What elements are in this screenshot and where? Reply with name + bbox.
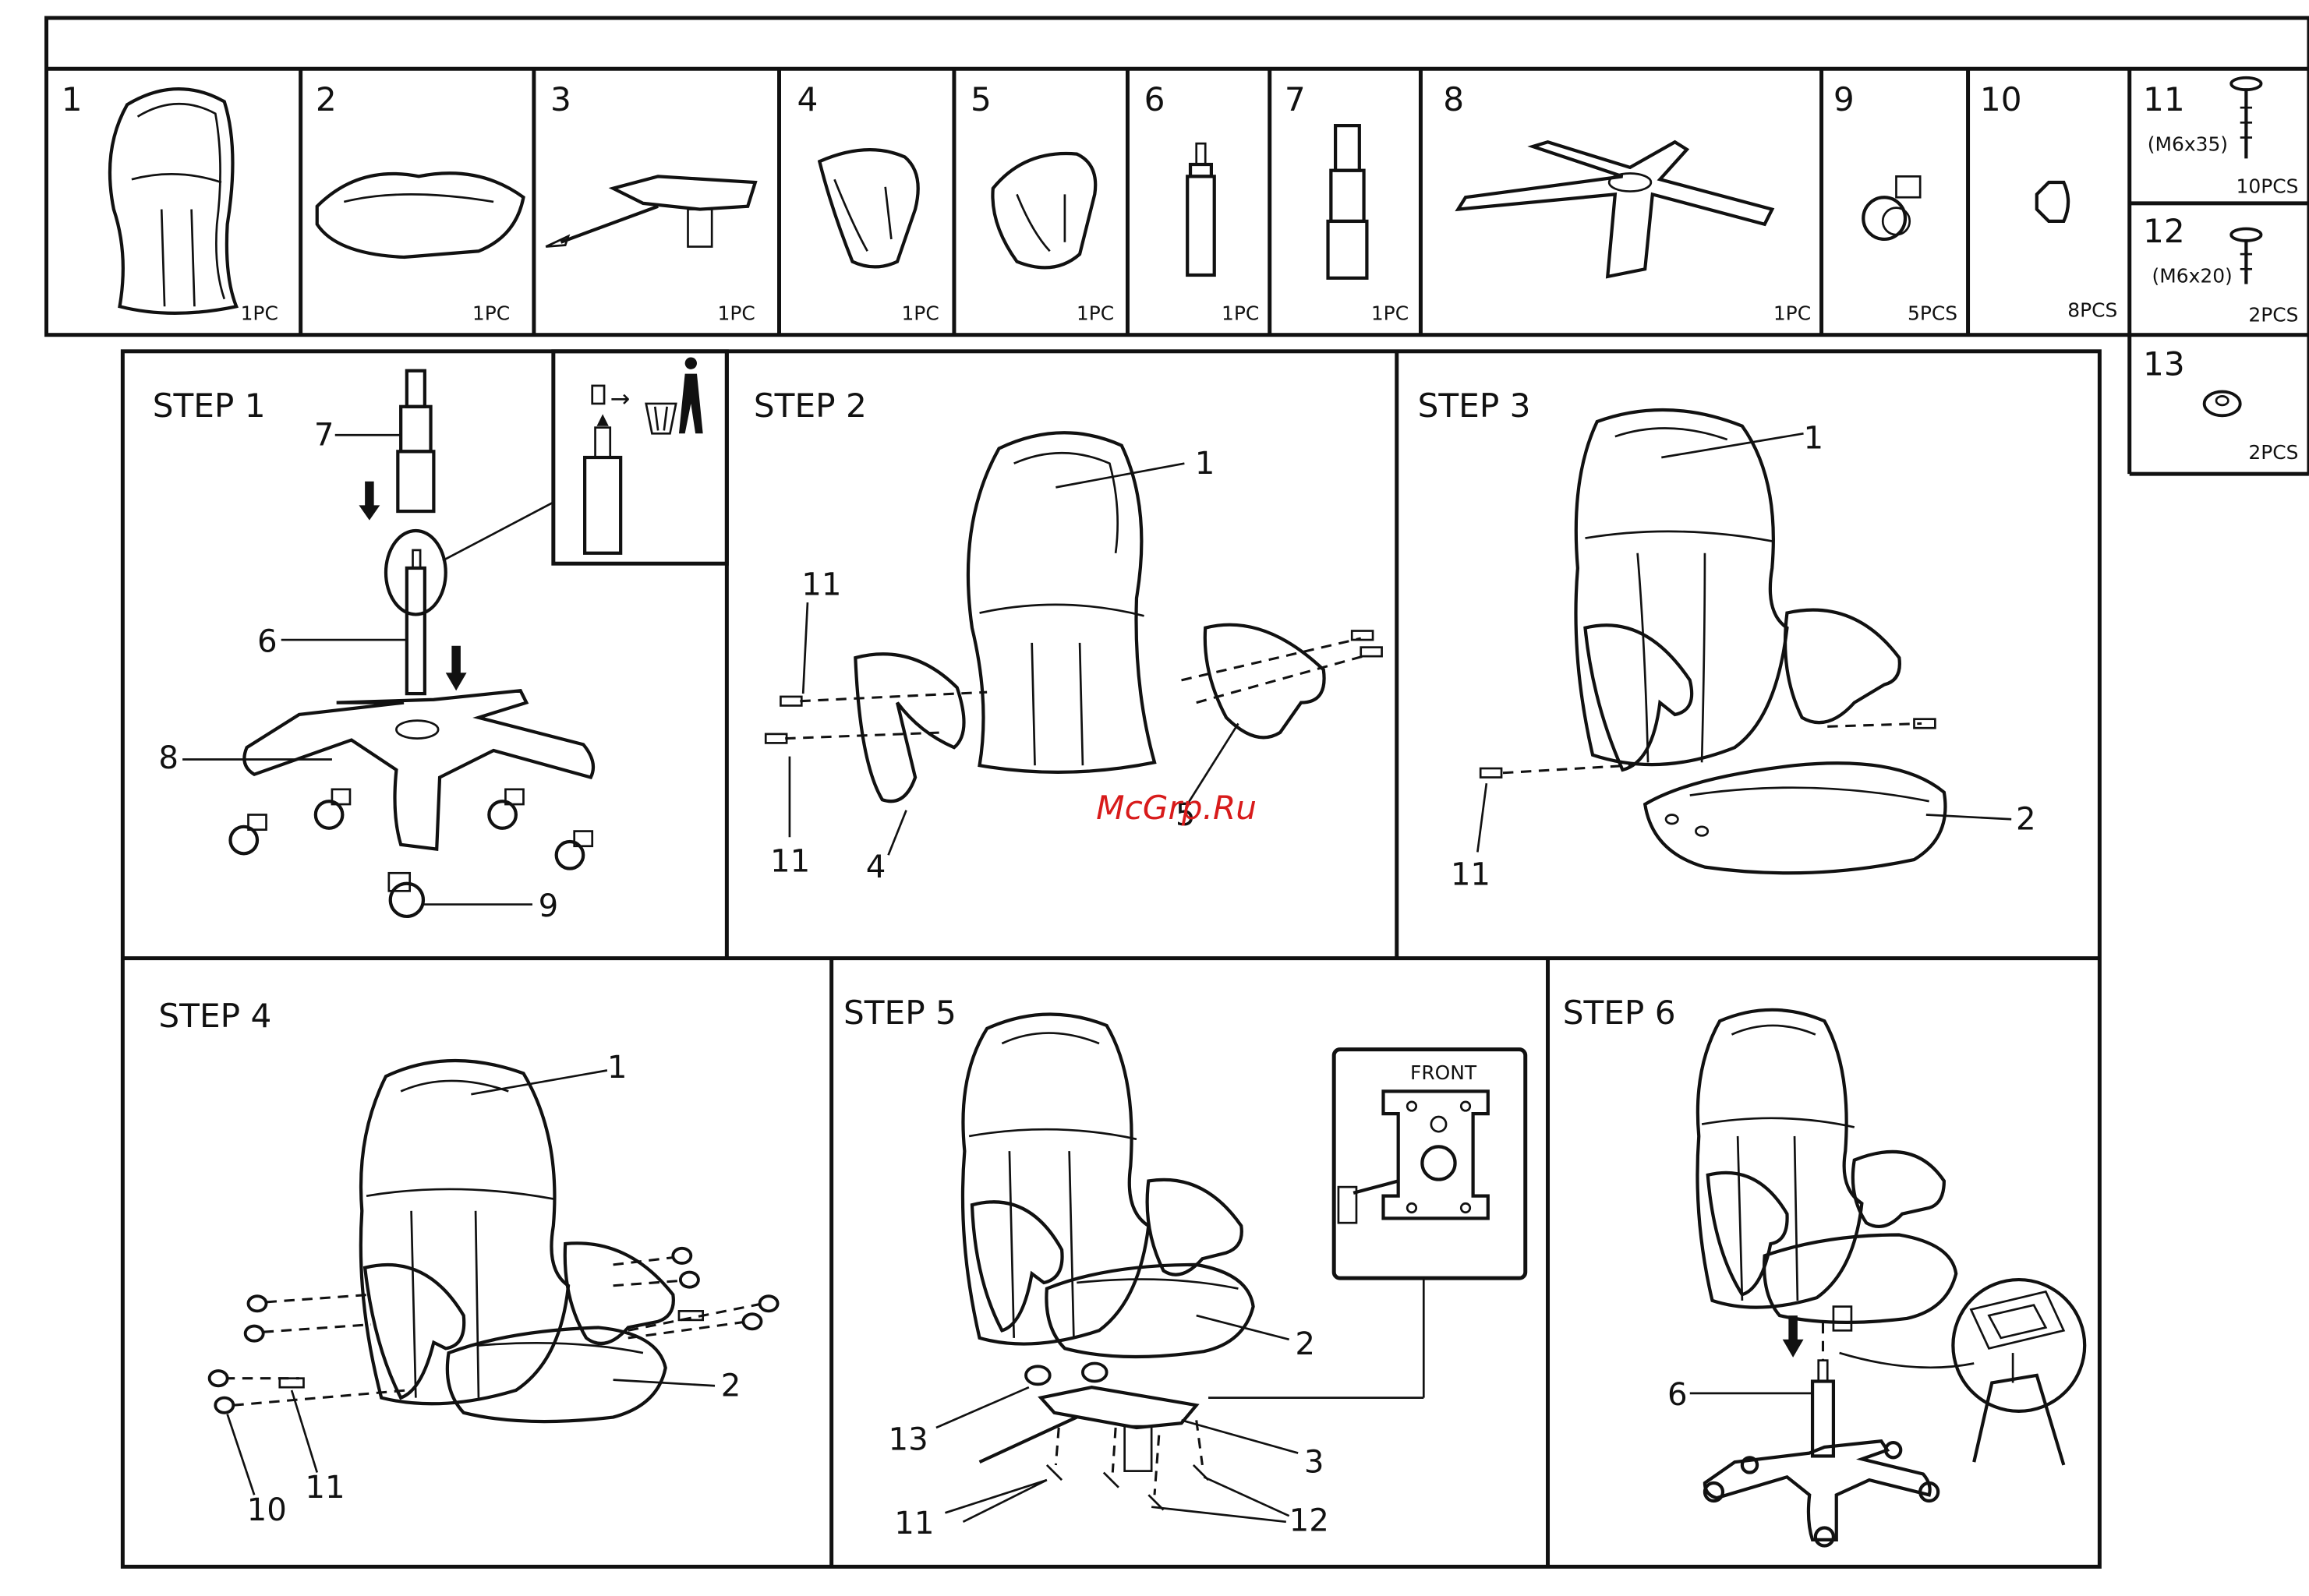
trash-bin-icon <box>646 357 703 433</box>
step-6-callout-6: 6 <box>1667 1377 1688 1413</box>
step-5-drawing <box>936 1015 1526 1522</box>
part-qty-7: 1PC <box>1371 302 1409 325</box>
part-number-5: 5 <box>971 80 992 118</box>
part-qty-1: 1PC <box>241 302 278 325</box>
step-2-callout-11a: 11 <box>801 567 841 602</box>
part-number-10: 10 <box>1980 80 2022 118</box>
star-base-drawing <box>1458 142 1772 277</box>
left-armrest-drawing <box>819 150 918 267</box>
front-label: FRONT <box>1410 1061 1477 1084</box>
step-2-callout-4: 4 <box>866 849 886 885</box>
washer-drawing <box>2205 392 2240 416</box>
part-number-1: 1 <box>62 80 83 118</box>
step-3-drawing <box>1477 410 2011 873</box>
right-armrest-drawing <box>992 154 1095 267</box>
step-5-callout-11: 11 <box>894 1506 934 1541</box>
part-spec-12: (M6x20) <box>2152 265 2233 288</box>
step-3-callout-1: 1 <box>1804 420 1824 456</box>
step-5-callout-3: 3 <box>1304 1445 1324 1481</box>
step-4-drawing <box>210 1061 778 1495</box>
arrow-right-icon: → <box>610 386 631 413</box>
short-bolt-drawing <box>2231 229 2261 284</box>
step-1-title: STEP 1 <box>153 387 266 425</box>
part-number-9: 9 <box>1833 80 1855 118</box>
part-qty-5: 1PC <box>1077 302 1114 325</box>
part-qty-8: 1PC <box>1773 302 1811 325</box>
part-qty-11: 10PCS <box>2237 175 2299 197</box>
step-6-drawing <box>1690 1010 2084 1546</box>
step-5-callout-13: 13 <box>889 1422 928 1458</box>
caster-wheel-drawing <box>1863 176 1920 239</box>
gas-cylinder-small-drawing <box>1187 143 1215 275</box>
gas-cylinder-drawing <box>1328 125 1367 278</box>
part-number-8: 8 <box>1443 80 1464 118</box>
part-qty-9: 5PCS <box>1908 302 1957 325</box>
step-2-title: STEP 2 <box>754 387 867 425</box>
part-number-6: 6 <box>1144 80 1165 118</box>
step-5-title: STEP 5 <box>843 994 956 1032</box>
step-6-title: STEP 6 <box>1563 994 1676 1032</box>
part-spec-11: (M6x35) <box>2148 133 2228 156</box>
step-4-callout-1: 1 <box>607 1050 628 1086</box>
step-1-callout-9: 9 <box>539 888 559 924</box>
step-4-callout-11: 11 <box>305 1470 345 1506</box>
step-1-callout-6: 6 <box>257 623 278 659</box>
part-number-4: 4 <box>797 80 819 118</box>
step-2-drawing <box>766 433 1381 855</box>
part-qty-6: 1PC <box>1222 302 1259 325</box>
part-number-13: 13 <box>2143 344 2185 383</box>
step-4-title: STEP 4 <box>158 997 271 1035</box>
step-5-callout-2: 2 <box>1295 1326 1315 1362</box>
step-4-callout-10: 10 <box>247 1492 287 1528</box>
step-2-callout-1: 1 <box>1195 446 1215 482</box>
part-qty-12: 2PCS <box>2248 303 2298 326</box>
backrest-drawing <box>110 89 236 313</box>
part-number-2: 2 <box>316 80 337 118</box>
part-qty-10: 8PCS <box>2067 299 2117 322</box>
part-qty-2: 1PC <box>472 302 510 325</box>
watermark-text: McGrp.Ru <box>1096 789 1257 827</box>
part-number-11: 11 <box>2143 80 2185 118</box>
parts-grid <box>47 18 2309 474</box>
step-frames <box>122 351 2099 1567</box>
step-5-callout-12: 12 <box>1289 1502 1329 1538</box>
seat-cushion-drawing <box>317 173 524 257</box>
part-number-12: 12 <box>2143 212 2185 250</box>
mechanism-drawing <box>546 176 755 246</box>
step-4-callout-2: 2 <box>721 1368 741 1404</box>
part-number-3: 3 <box>550 80 571 118</box>
step-3-callout-11: 11 <box>1451 857 1490 893</box>
step-1-callout-7: 7 <box>314 418 334 454</box>
part-qty-4: 1PC <box>901 302 939 325</box>
step-1-callout-8: 8 <box>158 740 179 776</box>
long-bolt-drawing <box>2231 78 2261 159</box>
step-3-callout-2: 2 <box>2016 802 2036 838</box>
part-qty-13: 2PCS <box>2248 441 2298 464</box>
step-2-callout-11b: 11 <box>770 843 810 879</box>
part-number-7: 7 <box>1285 80 1306 118</box>
step-3-title: STEP 3 <box>1418 387 1531 425</box>
end-cap-drawing <box>2037 182 2068 221</box>
part-qty-3: 1PC <box>718 302 755 325</box>
